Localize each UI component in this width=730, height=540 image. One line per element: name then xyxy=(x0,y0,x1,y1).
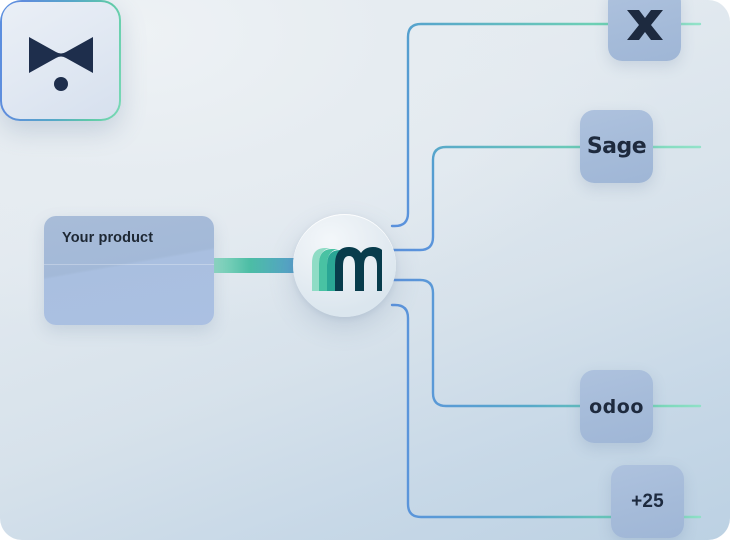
connector-path-sage xyxy=(390,145,702,252)
product-to-hub-connector xyxy=(206,258,316,273)
integration-tile-more[interactable]: +25 xyxy=(611,465,684,538)
product-node-label: Your product xyxy=(62,230,154,246)
m-logo-icon xyxy=(311,246,382,291)
xero-x-icon xyxy=(626,9,663,40)
bowtie-icon xyxy=(28,36,93,91)
integration-tile-odoo[interactable]: odoo xyxy=(580,370,653,443)
product-node-divider xyxy=(44,264,214,265)
connector-path-more xyxy=(390,303,702,519)
product-node[interactable]: Your product xyxy=(44,216,214,325)
odoo-wordmark-icon: odoo xyxy=(589,395,644,418)
connector-path-xero xyxy=(390,22,702,228)
integration-tile-freshbooks[interactable] xyxy=(0,0,121,121)
integration-tile-freshbooks-inner xyxy=(2,2,119,119)
integration-tile-xero[interactable] xyxy=(608,0,681,61)
connector-path-odoo xyxy=(390,278,702,408)
sage-wordmark-icon: Sage xyxy=(586,134,647,159)
plus-count-badge: +25 xyxy=(631,490,664,512)
integration-tile-sage[interactable]: Sage xyxy=(580,110,653,183)
integration-hub-logo[interactable] xyxy=(293,214,396,317)
